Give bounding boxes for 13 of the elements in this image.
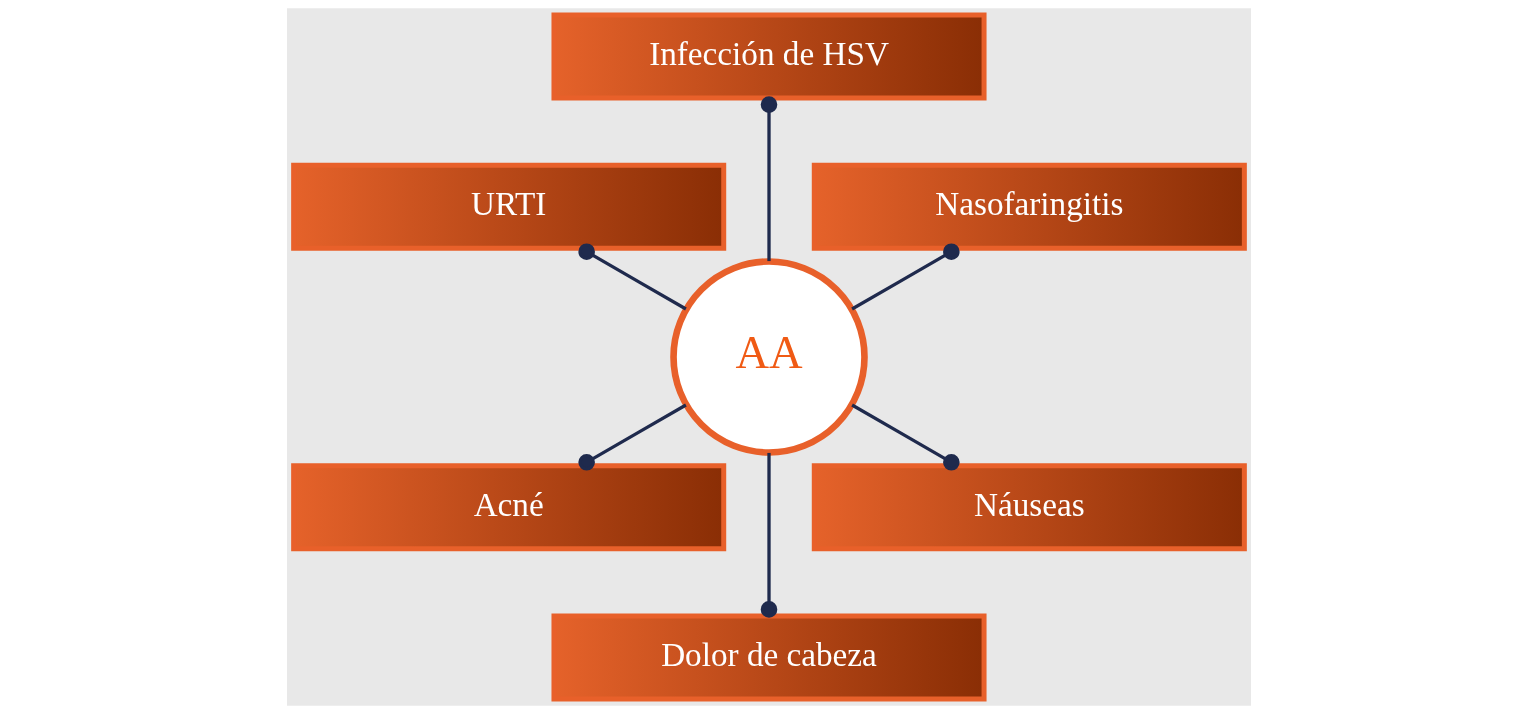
connector xyxy=(577,243,687,311)
node-box: Infección de HSV xyxy=(551,12,987,101)
connector xyxy=(850,403,960,471)
node-box: URTI xyxy=(290,162,726,251)
node-box: Nasofaringitis xyxy=(811,162,1247,251)
connector xyxy=(760,452,777,618)
connector xyxy=(760,96,777,262)
node-circle: AA xyxy=(669,258,868,456)
node-box: Dolor de cabeza xyxy=(551,613,987,702)
node-box: Acné xyxy=(290,463,726,552)
connector xyxy=(850,243,960,311)
connector xyxy=(577,403,687,471)
node-box: Náuseas xyxy=(811,463,1247,552)
